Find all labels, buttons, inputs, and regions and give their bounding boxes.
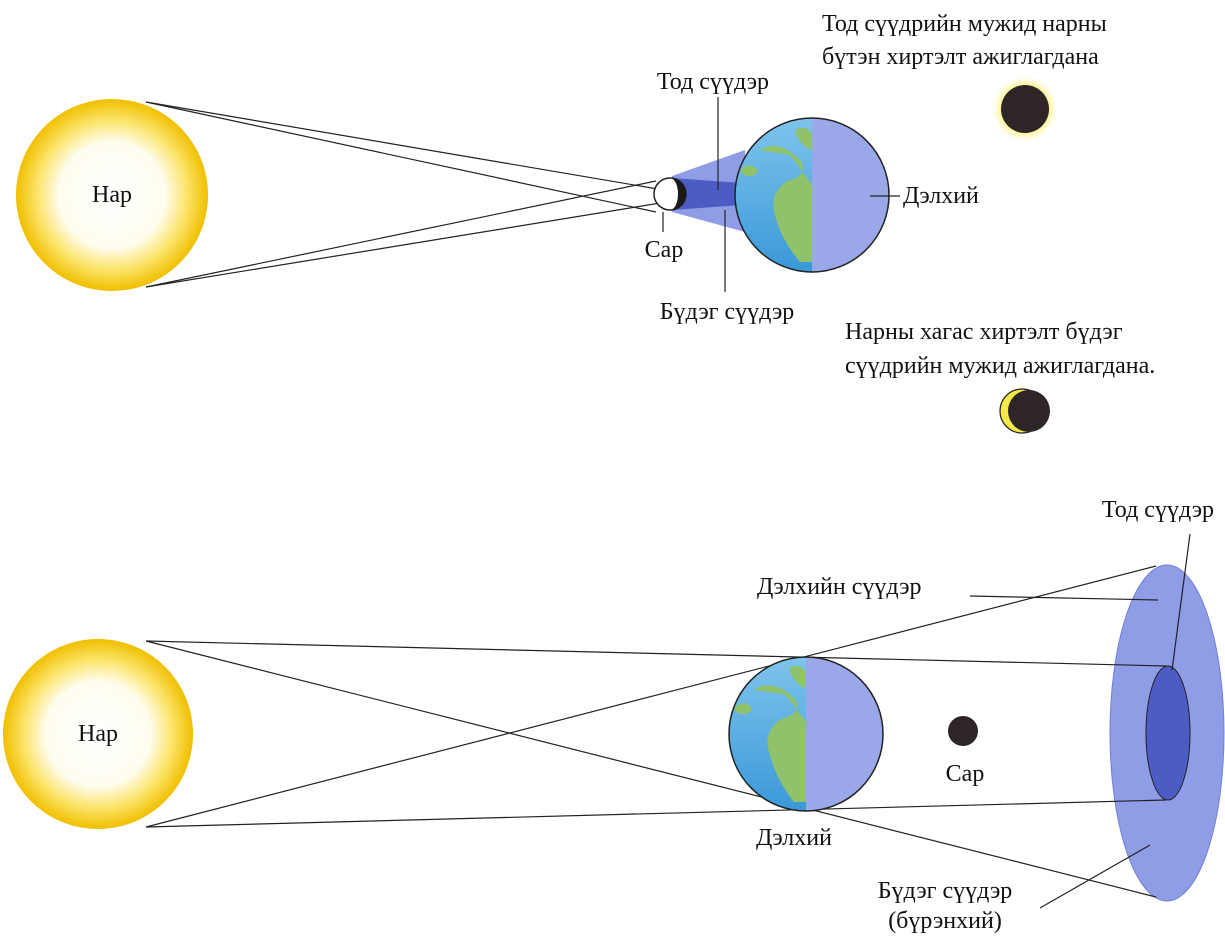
sun-shape: [16, 99, 208, 291]
penumbra-label: Бүдэг сүүдэр: [660, 299, 795, 325]
moon-shape: [948, 716, 978, 746]
total-eclipse-note-line2: бүтэн хиртэлт ажиглагдана: [822, 44, 1099, 70]
solar-eclipse-section: Нар Тод сүүдэр Сар Бүдэг сүүдэр Дэлхий Т…: [16, 11, 1155, 434]
umbra-region: [1145, 665, 1191, 801]
partial-eclipse-icon: [999, 388, 1050, 434]
ray-line: [145, 101, 741, 204]
earth-label: Дэлхий: [756, 825, 832, 851]
partial-eclipse-note-line2: сүүдрийн мужид ажиглагдана.: [845, 353, 1155, 379]
ray-line: [145, 640, 1167, 667]
ray-line: [145, 101, 657, 213]
umbra-pointer-line: [1171, 533, 1191, 671]
moon-shape: [653, 177, 687, 211]
penumbra-label-line2: (бүрэнхий): [888, 908, 1002, 934]
penumbra-pointer-line: [1039, 844, 1151, 909]
ray-line: [145, 640, 1157, 898]
total-eclipse-note-line1: Тод сүүдрийн мужид нарны: [822, 11, 1107, 37]
sun-label: Нар: [92, 182, 132, 208]
earth-shadow-label: Дэлхийн сүүдэр: [757, 574, 922, 600]
partial-eclipse-note-line1: Нарны хагас хиртэлт бүдэг: [845, 319, 1123, 345]
moon-label: Сар: [946, 761, 985, 787]
sun-label: Нар: [78, 721, 118, 747]
umbra-label: Тод сүүдэр: [1102, 497, 1214, 523]
umbra-label: Тод сүүдэр: [657, 69, 769, 95]
lunar-eclipse-section: Нар Дэлхий Сар Тод сүүдэр Дэлхийн сүүдэр…: [3, 497, 1225, 934]
ray-line: [145, 189, 741, 288]
total-eclipse-icon: [992, 76, 1058, 142]
ray-line: [145, 180, 657, 288]
earth-globe: [728, 656, 884, 812]
ray-line: [145, 565, 1157, 828]
earth-shadow-pointer-line: [969, 595, 1159, 601]
moon-label: Сар: [645, 237, 684, 263]
sun-shape: [3, 639, 193, 829]
ray-line: [145, 799, 1167, 828]
penumbra-label-line1: Бүдэг сүүдэр: [878, 878, 1013, 904]
earth-label: Дэлхий: [903, 183, 979, 209]
umbra-cone: [672, 178, 742, 210]
earth-globe: [734, 117, 890, 273]
